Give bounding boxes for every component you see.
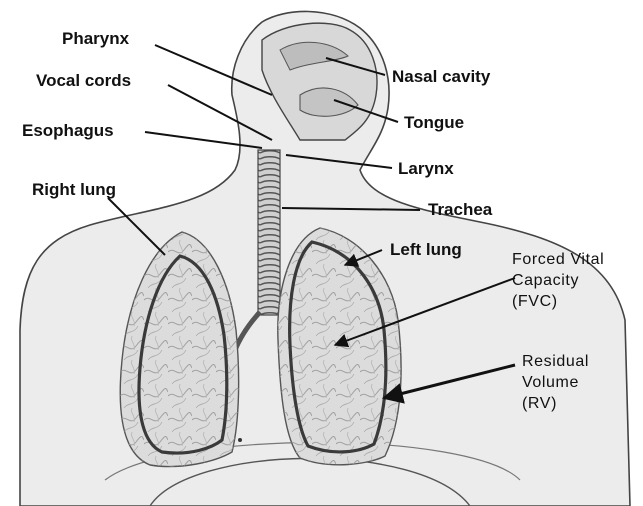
label-esophagus: Esophagus (22, 121, 114, 140)
label-pharynx: Pharynx (62, 29, 130, 48)
label-fvc-line2: Capacity (512, 272, 579, 289)
label-nasal-cavity: Nasal cavity (392, 67, 491, 86)
label-trachea: Trachea (428, 200, 493, 219)
label-fvc-line3: (FVC) (512, 293, 558, 310)
label-left-lung: Left lung (390, 240, 462, 259)
label-larynx: Larynx (398, 159, 454, 178)
label-vocal-cords: Vocal cords (36, 71, 131, 90)
label-tongue: Tongue (404, 113, 464, 132)
label-right-lung: Right lung (32, 180, 116, 199)
label-fvc-line1: Forced Vital (512, 251, 604, 268)
label-rv-line1: Residual (522, 353, 589, 370)
label-rv-line2: Volume (522, 374, 579, 391)
label-rv-line3: (RV) (522, 395, 557, 412)
